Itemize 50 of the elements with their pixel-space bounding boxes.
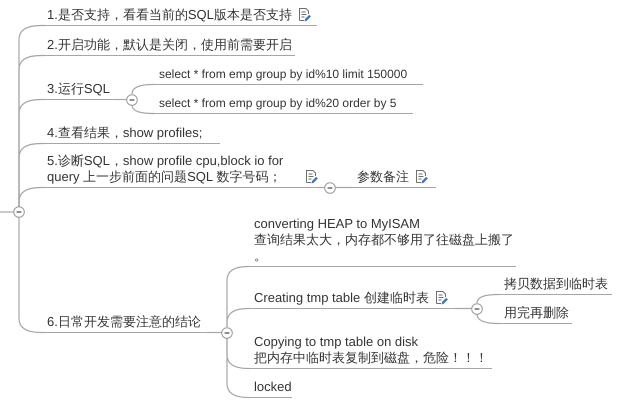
collapse-icon xyxy=(13,206,25,218)
topic xyxy=(250,334,492,369)
topic-text: 参数备注 xyxy=(357,169,409,185)
topic-text: locked xyxy=(254,379,292,395)
topic xyxy=(45,81,115,100)
topic-text: select * from emp group by id%10 limit 150000 xyxy=(159,66,408,82)
topic xyxy=(155,66,423,85)
topic xyxy=(45,314,207,333)
topic xyxy=(45,37,295,56)
topic xyxy=(155,95,413,114)
topic-text: 2.开启功能，默认是关闭，使用前需要开启 xyxy=(47,37,292,53)
topic xyxy=(45,125,220,144)
branch-line xyxy=(336,186,352,188)
topic-text: 3.运行SQL xyxy=(47,81,110,97)
topic-text: 5.诊断SQL，show profile cpu,block io for query 上一步前面的问题SQL 数字号码； xyxy=(47,153,284,185)
topic-text: 1.是否支持，看看当前的SQL版本是否支持 xyxy=(47,7,292,23)
topic-text: Creating tmp table 创建临时表 xyxy=(254,290,429,306)
collapse-icon xyxy=(126,94,138,106)
branch-line xyxy=(115,98,126,100)
topic xyxy=(250,379,292,398)
topic xyxy=(352,169,436,188)
topic-text: 把内存中临时表复制到磁盘，危险！！！ xyxy=(254,350,488,366)
topic xyxy=(500,305,572,324)
topic-text: 用完再删除 xyxy=(504,305,569,321)
collapse-icon xyxy=(324,182,336,194)
topic-text: 查询结果太大，内存都不够用了往磁盘上搬了。 xyxy=(254,232,515,264)
collapse-icon xyxy=(471,302,483,314)
branch-line xyxy=(18,186,45,206)
branch-line xyxy=(18,218,45,334)
collapse-icon xyxy=(221,326,233,338)
branch-line xyxy=(476,314,500,324)
topic-text: 6.日常开发需要注意的结论 xyxy=(47,314,201,330)
branch-line xyxy=(131,104,155,114)
branch-line xyxy=(476,294,500,304)
topic xyxy=(45,7,317,26)
branch-line xyxy=(0,211,14,213)
branch-line xyxy=(226,338,250,398)
topic xyxy=(250,290,455,309)
topic xyxy=(45,153,318,188)
topic-text: Copying to tmp table on disk xyxy=(254,334,420,350)
branch-line xyxy=(455,308,472,310)
topic-text: 拷贝数据到临时表 xyxy=(504,276,608,292)
topic xyxy=(250,216,516,267)
branch-line xyxy=(226,308,250,327)
topic-text: select * from emp group by id%20 order by 5 xyxy=(159,95,396,111)
topic xyxy=(500,276,612,295)
branch-line xyxy=(131,84,155,94)
topic-text: converting HEAP to MyISAM xyxy=(254,216,421,232)
topic-text: 4.查看结果，show profiles; xyxy=(47,125,202,141)
branch-line xyxy=(207,332,222,334)
